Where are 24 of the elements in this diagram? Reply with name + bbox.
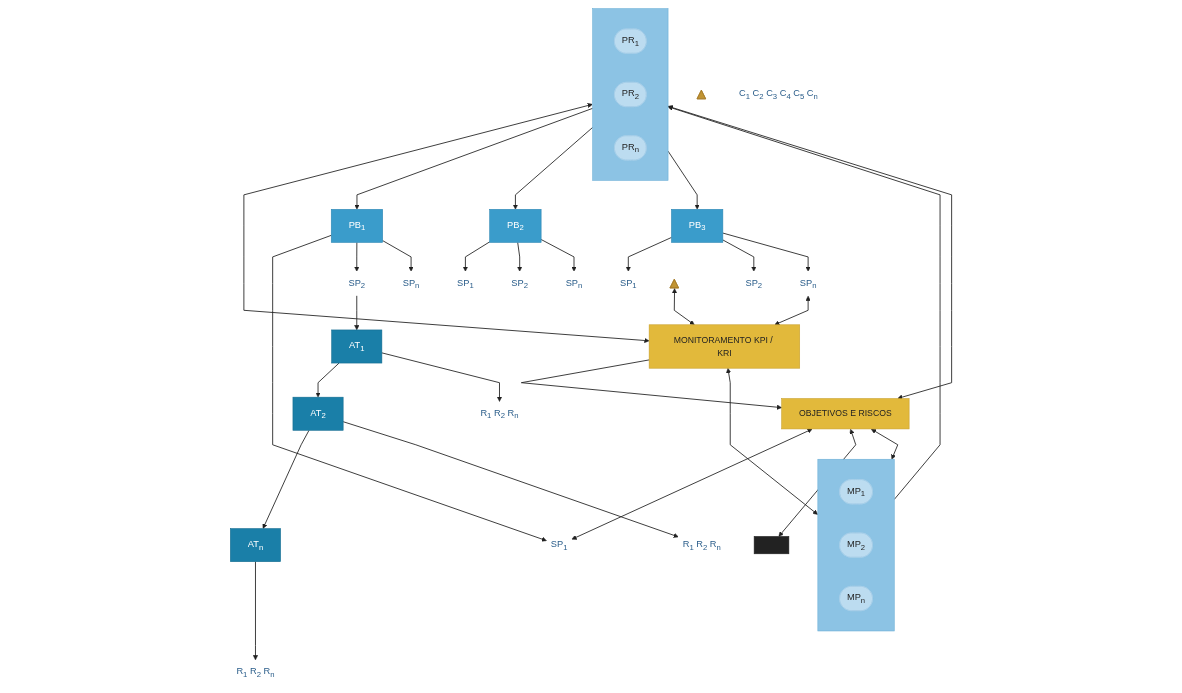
node-box: PB$_{2}$ <box>489 209 542 243</box>
node-text: SP$_{1}$ <box>619 277 637 290</box>
node-text: R$_{1}$ R$_{2}$ R$_{n}$ <box>682 538 721 552</box>
node-box: PB$_{3}$ <box>671 209 724 243</box>
node-box: AT$_{2}$ <box>292 396 344 431</box>
node-text: SP$_{n}$ <box>799 277 817 290</box>
node-text: SP$_{1}$ <box>550 538 568 552</box>
node-text: SP$_{2}$ <box>745 277 763 290</box>
cluster <box>592 8 669 181</box>
node-box: PB$_{1}$ <box>330 209 383 243</box>
node-text: SP$_{n}$ <box>402 277 420 290</box>
node-box: OBJETIVOS E RISCOS <box>781 398 910 430</box>
node-text: SP$_{2}$ <box>511 277 529 290</box>
node-bar <box>753 536 790 555</box>
node-text: SP$_{n}$ <box>565 277 583 290</box>
node-box: MONITORAMENTO KPI / KRI <box>648 324 800 369</box>
cluster <box>817 458 895 632</box>
node-text: SP$_{2}$ <box>348 277 366 290</box>
node-text: R$_{1}$ R$_{2}$ R$_{n}$ <box>480 407 519 420</box>
node-text: C$_{1}$ C$_{2}$ C$_{3}$ C$_{4}$ C$_{5}$ C$_{n}$ <box>739 88 818 101</box>
node-text: R$_{1}$ R$_{2}$ R$_{n}$ <box>236 666 275 679</box>
node-box: AT$_{n}$ <box>230 528 281 562</box>
node-box: AT$_{1}$ <box>331 329 383 364</box>
node-text: SP$_{1}$ <box>457 277 474 290</box>
